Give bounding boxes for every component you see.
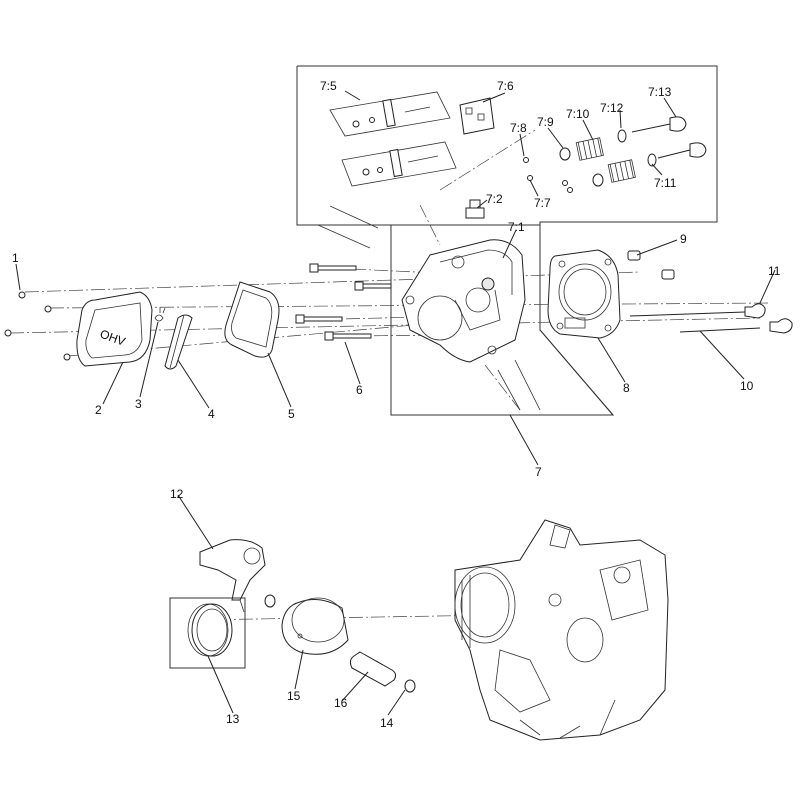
callout-11: 11 <box>768 264 781 278</box>
cylinder-head-part-7 <box>401 239 526 363</box>
guide-plate-part-7-6 <box>459 97 495 135</box>
callout-7: 7 <box>535 465 542 479</box>
callout-16: 16 <box>334 696 348 710</box>
callout-labels: 1 2 3 4 5 6 7 8 9 10 11 12 13 14 15 16 7… <box>12 79 781 730</box>
callout-12: 12 <box>170 487 184 501</box>
engine-block <box>454 519 669 741</box>
breather-hose-part-4 <box>164 314 193 370</box>
callout-2: 2 <box>95 403 102 417</box>
clamp-part-3 <box>154 307 166 322</box>
callout-7-11: 7:11 <box>654 176 677 190</box>
subassembly-7-frame <box>296 65 718 416</box>
push-rods-part-10 <box>629 311 761 333</box>
callout-7-5: 7:5 <box>320 79 337 93</box>
callout-5: 5 <box>288 407 295 421</box>
bolts-part-6 <box>295 263 392 341</box>
callout-7-13: 7:13 <box>648 85 672 99</box>
piston-rings-part-13 <box>169 597 246 669</box>
valve-cover-part-2: OHV <box>76 291 153 367</box>
screw-part-1 <box>4 291 71 361</box>
dowel-pins-part-9 <box>627 250 675 280</box>
gasket-frame <box>539 225 614 416</box>
cover-gasket-part-5 <box>224 281 280 358</box>
rocker-arm-upper <box>329 91 451 137</box>
callout-9: 9 <box>680 232 687 246</box>
spark-plug-part-7-2 <box>465 199 485 219</box>
callout-7-9: 7:9 <box>537 115 554 129</box>
callout-13: 13 <box>226 712 240 726</box>
piston-part-15 <box>281 597 349 655</box>
studs <box>317 205 541 411</box>
rocker-arm-lower <box>341 141 457 187</box>
callout-4: 4 <box>208 407 215 421</box>
callout-10: 10 <box>740 379 754 393</box>
callout-7-8: 7:8 <box>510 121 527 135</box>
callout-7-2: 7:2 <box>486 192 503 206</box>
head-gasket-part-8 <box>547 249 621 339</box>
callout-15: 15 <box>287 689 301 703</box>
centerlines <box>9 129 771 621</box>
callout-8: 8 <box>623 381 630 395</box>
callout-7-6: 7:6 <box>497 79 514 93</box>
callout-3: 3 <box>135 397 142 411</box>
wrist-pin-part-16 <box>349 651 397 687</box>
leader-lines <box>15 90 776 716</box>
tappets-part-11 <box>744 303 793 334</box>
callout-14: 14 <box>380 716 394 730</box>
callout-7-12: 7:12 <box>600 101 624 115</box>
callout-1: 1 <box>12 251 19 265</box>
callout-6: 6 <box>356 383 363 397</box>
callout-7-7: 7:7 <box>534 196 551 210</box>
callout-7-10: 7:10 <box>566 107 590 121</box>
callout-7-1: 7:1 <box>508 220 525 234</box>
valve-train <box>523 116 707 193</box>
governor-arm-part-12 <box>199 539 266 613</box>
wrist-pin-clip-part-14 <box>264 594 416 693</box>
